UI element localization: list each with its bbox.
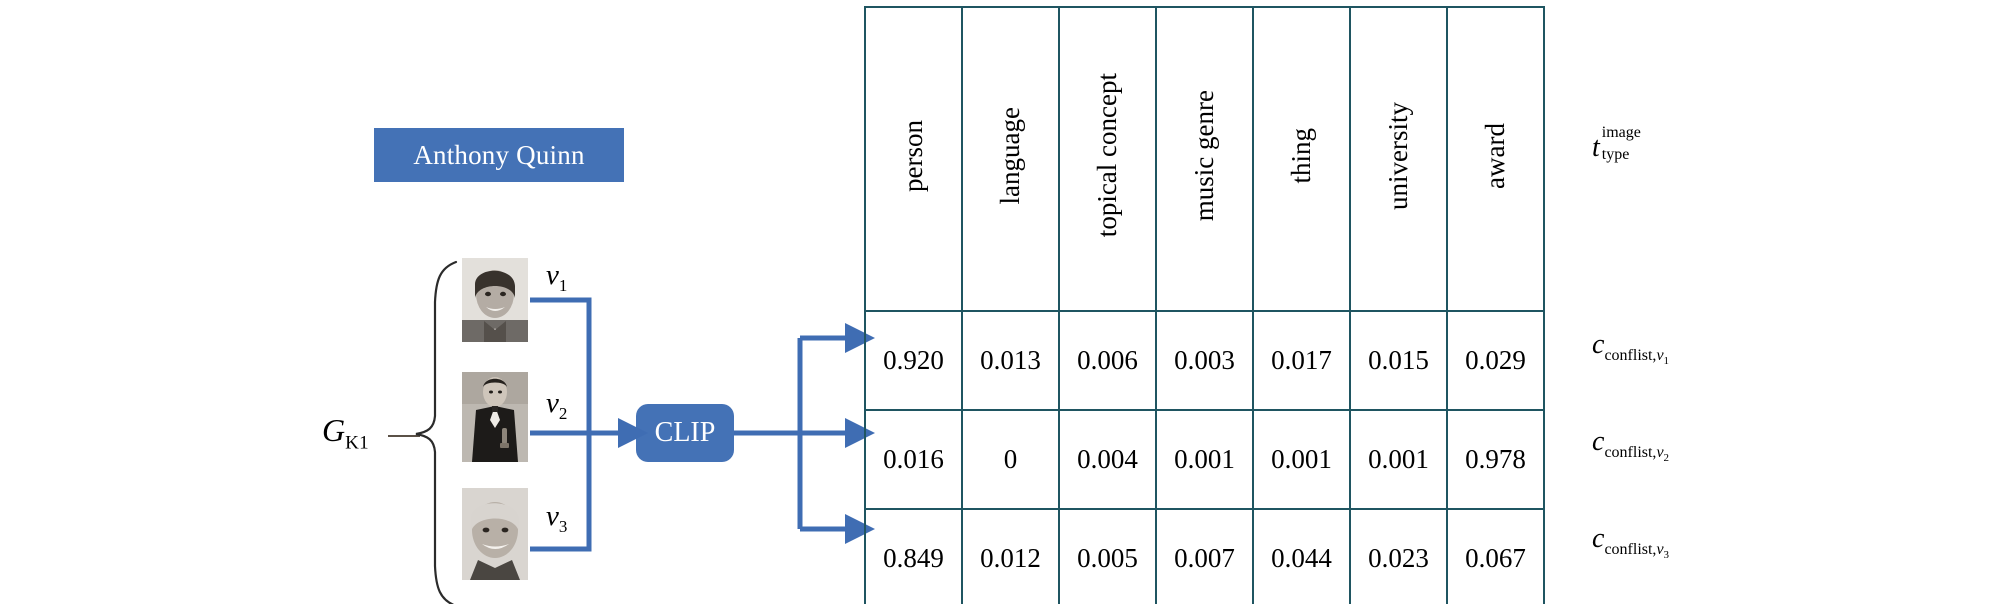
- row-annotation-c-conflist-v2: cconflist,v2: [1592, 426, 1669, 464]
- table-cell: 0.007: [1155, 508, 1254, 604]
- group-brace: [412, 258, 458, 604]
- v2-subscript: 2: [558, 403, 568, 423]
- c1-v-subscript: 1: [1663, 354, 1670, 367]
- table-cell: 0.017: [1252, 310, 1351, 411]
- table-cell: 0.004: [1058, 409, 1157, 510]
- c3-symbol: c: [1592, 523, 1605, 554]
- column-header-university: university: [1383, 101, 1413, 210]
- row-annotation-c-conflist-v3: cconflist,v3: [1592, 523, 1669, 561]
- v3-symbol: v: [546, 500, 559, 532]
- type-probability-table: person language topical concept music ge…: [864, 6, 1545, 604]
- table-cell: 0.003: [1155, 310, 1254, 411]
- table-header-row: person language topical concept music ge…: [864, 6, 1545, 312]
- column-header-person: person: [898, 119, 928, 192]
- image-node-label-v2: v2: [546, 387, 567, 424]
- row-annotation-c-conflist-v1: cconflist,v1: [1592, 329, 1669, 367]
- t-subscript: type: [1601, 145, 1630, 163]
- table-header-cell: music genre: [1155, 6, 1254, 312]
- table-header-cell: person: [864, 6, 963, 312]
- t-symbol: t: [1592, 132, 1600, 163]
- table-row: 0.849 0.012 0.005 0.007 0.044 0.023 0.06…: [864, 508, 1545, 604]
- column-header-topical-concept: topical concept: [1092, 73, 1122, 238]
- table-cell: 0.001: [1155, 409, 1254, 510]
- column-header-music-genre: music genre: [1189, 89, 1219, 222]
- table-cell: 0.044: [1252, 508, 1351, 604]
- c1-v-symbol: v: [1656, 346, 1664, 364]
- c2-v-symbol: v: [1656, 443, 1664, 461]
- c2-v-subscript: 2: [1663, 451, 1670, 464]
- table-cell: 0.067: [1446, 508, 1545, 604]
- c1-symbol: c: [1592, 329, 1605, 360]
- c3-subscript: conflist,: [1604, 540, 1657, 558]
- table-cell: 0.016: [864, 409, 963, 510]
- table-cell: 0.001: [1349, 409, 1448, 510]
- table-cell: 0.920: [864, 310, 963, 411]
- table-cell: 0.023: [1349, 508, 1448, 604]
- c2-subscript: conflist,: [1604, 443, 1657, 461]
- v2-symbol: v: [546, 387, 559, 419]
- entity-label-box: Anthony Quinn: [374, 128, 624, 182]
- group-label-symbol: G: [322, 412, 346, 448]
- group-stem-line: [388, 435, 420, 437]
- table-header-cell: thing: [1252, 6, 1351, 312]
- table-row: 0.920 0.013 0.006 0.003 0.017 0.015 0.02…: [864, 310, 1545, 411]
- image-node-label-v1: v1: [546, 259, 567, 296]
- table-cell: 0.005: [1058, 508, 1157, 604]
- table-cell: 0.013: [961, 310, 1060, 411]
- image-thumbnail-v2: [462, 372, 528, 462]
- table-header-cell: language: [961, 6, 1060, 312]
- v3-subscript: 3: [558, 516, 568, 536]
- table-cell: 0.006: [1058, 310, 1157, 411]
- table-cell: 0: [961, 409, 1060, 510]
- table-cell: 0.015: [1349, 310, 1448, 411]
- table-cell: 0.001: [1252, 409, 1351, 510]
- column-header-language: language: [995, 106, 1025, 205]
- table-cell: 0.012: [961, 508, 1060, 604]
- group-label: GK1: [322, 412, 369, 454]
- group-label-subscript: K1: [345, 432, 369, 454]
- image-node-label-v3: v3: [546, 500, 567, 537]
- c1-subscript: conflist,: [1604, 346, 1657, 364]
- c3-v-subscript: 3: [1663, 548, 1670, 561]
- v1-subscript: 1: [558, 275, 568, 295]
- column-header-thing: thing: [1286, 127, 1316, 184]
- table-cell: 0.849: [864, 508, 963, 604]
- image-thumbnail-v3: [462, 488, 528, 580]
- clip-model-box: CLIP: [636, 404, 734, 462]
- table-header-cell: university: [1349, 6, 1448, 312]
- table-row: 0.016 0 0.004 0.001 0.001 0.001 0.978: [864, 409, 1545, 510]
- table-header-cell: award: [1446, 6, 1545, 312]
- v1-symbol: v: [546, 259, 559, 291]
- table-cell: 0.029: [1446, 310, 1545, 411]
- t-superscript: image: [1601, 123, 1641, 141]
- table-header-cell: topical concept: [1058, 6, 1157, 312]
- table-cell: 0.978: [1446, 409, 1545, 510]
- c2-symbol: c: [1592, 426, 1605, 457]
- image-thumbnail-v1: [462, 258, 528, 342]
- c3-v-symbol: v: [1656, 540, 1664, 558]
- column-header-award: award: [1480, 122, 1510, 189]
